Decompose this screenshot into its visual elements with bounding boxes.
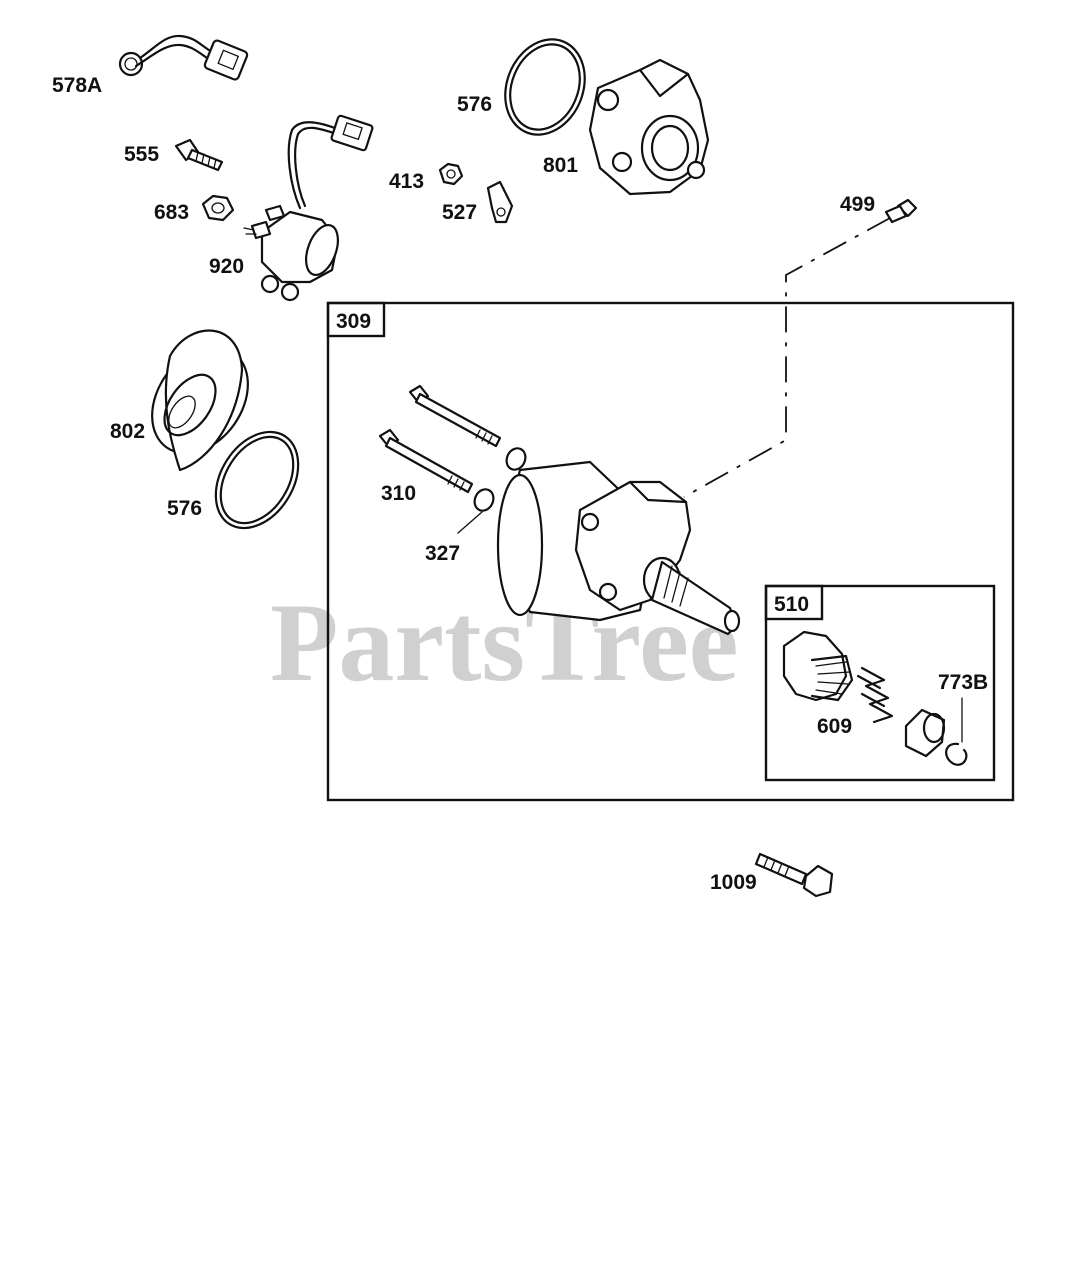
part-773b-retaining-ring[interactable] <box>945 697 968 766</box>
part-spring[interactable] <box>856 666 894 724</box>
callout-527[interactable]: 527 <box>442 201 477 224</box>
starter-motor[interactable] <box>496 460 741 636</box>
assembly-label-box-309 <box>326 301 386 338</box>
callout-576-left[interactable]: 576 <box>167 497 202 520</box>
callout-310[interactable]: 310 <box>381 482 416 505</box>
part-499-screw[interactable] <box>884 198 918 224</box>
callout-576-top[interactable]: 576 <box>457 93 492 116</box>
part-578a-wire-harness[interactable] <box>118 34 249 81</box>
part-527-clip[interactable] <box>486 180 514 224</box>
callout-555[interactable]: 555 <box>124 143 159 166</box>
callout-413[interactable]: 413 <box>389 170 424 193</box>
callout-1009[interactable]: 1009 <box>710 871 757 894</box>
assembly-box-510 <box>764 584 996 782</box>
callout-510[interactable]: 510 <box>774 593 809 616</box>
callout-802[interactable]: 802 <box>110 420 145 443</box>
part-collar[interactable] <box>904 708 946 758</box>
part-1009-bolt[interactable] <box>754 852 834 898</box>
assembly-box-309 <box>326 301 1015 802</box>
part-555-bolt[interactable] <box>174 138 224 172</box>
part-327-washers[interactable] <box>457 445 529 534</box>
callout-683[interactable]: 683 <box>154 201 189 224</box>
callout-309[interactable]: 309 <box>336 310 371 333</box>
part-801-end-cap-housing[interactable] <box>588 58 710 196</box>
part-576-o-ring-left[interactable] <box>199 417 315 543</box>
part-609-pinion-gear[interactable] <box>782 630 854 702</box>
part-310-through-bolts[interactable] <box>378 384 502 494</box>
part-413-nut[interactable] <box>438 162 464 186</box>
leader-line-499 <box>683 217 891 498</box>
assembly-label-box-510 <box>764 584 824 621</box>
callout-773b[interactable]: 773B <box>938 671 988 694</box>
callout-801[interactable]: 801 <box>543 154 578 177</box>
callout-920[interactable]: 920 <box>209 255 244 278</box>
part-576-o-ring-top[interactable] <box>491 27 598 146</box>
callout-499[interactable]: 499 <box>840 193 875 216</box>
part-802-cup[interactable] <box>132 328 267 472</box>
part-920-solenoid[interactable] <box>243 114 374 302</box>
part-683-nut[interactable] <box>201 194 235 222</box>
callout-578a[interactable]: 578A <box>52 74 102 97</box>
callout-609[interactable]: 609 <box>817 715 852 738</box>
callout-327[interactable]: 327 <box>425 542 460 565</box>
